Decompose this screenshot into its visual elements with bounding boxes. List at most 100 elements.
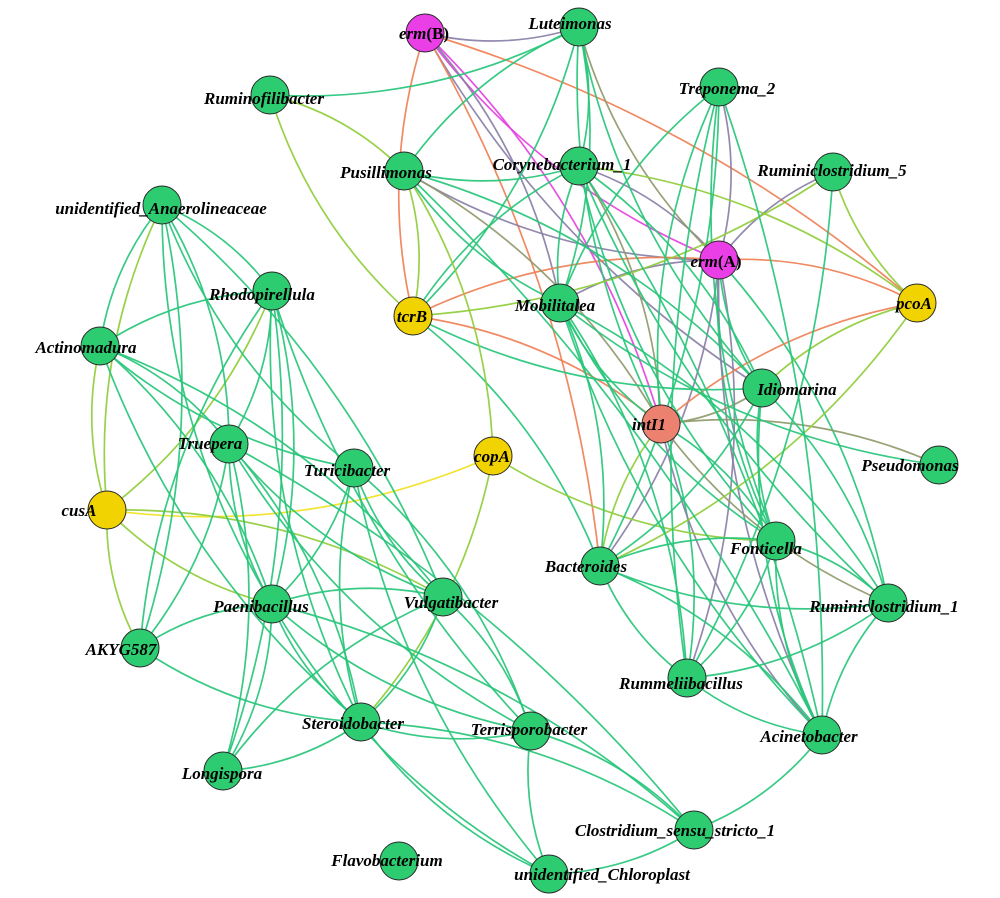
node-label-suffix: (B)	[426, 24, 449, 43]
node-Pusillimonas[interactable]	[384, 151, 424, 191]
node-label-name: Clostridium_sensu_stricto_1	[575, 821, 775, 840]
edge-intI1-tcrB	[412, 315, 662, 425]
edge-ermA-Treponema_2	[718, 86, 732, 261]
edge-Mobilitalea-Acinetobacter	[559, 302, 823, 736]
edge-cusA-Vulgatibacter	[106, 509, 444, 598]
node-label-name: Fonticella	[729, 539, 802, 558]
node-Mobilitalea[interactable]	[540, 283, 580, 323]
edge-Actinomadura-Vulgatibacter	[99, 345, 444, 598]
edge-tcrB-Luteimonas	[412, 26, 580, 317]
node-label-Pusillimonas: Pusillimonas	[339, 163, 432, 182]
node-tcrB[interactable]	[393, 296, 433, 336]
node-Acinetobacter[interactable]	[802, 715, 842, 755]
edge-Steroidobacter-Terrisporobacter	[360, 721, 532, 740]
node-Clostridium_sensu_stricto_1[interactable]	[674, 810, 714, 850]
edge-Truepera-Steroidobacter	[228, 443, 362, 723]
edge-Mobilitalea-Ruminiclostridium_1	[559, 302, 889, 604]
edge-intI1-pcoA	[660, 302, 918, 425]
node-label-Terrisporobacter: Terrisporobacter	[471, 720, 588, 739]
node-label-name: Ruminofilibacter	[203, 89, 324, 108]
node-Steroidobacter[interactable]	[341, 702, 381, 742]
edge-tcrB-Corynebacterium_1	[412, 165, 580, 317]
node-unidentified_Chloroplast[interactable]	[529, 854, 569, 894]
node-ermB[interactable]	[405, 13, 445, 53]
node-Corynebacterium_1[interactable]	[559, 146, 599, 186]
node-label-Ruminiclostridium_5: Ruminiclostridium_5	[756, 161, 907, 180]
node-Ruminiclostridium_5[interactable]	[813, 152, 853, 192]
edge-Bacteroides-Ruminiclostridium_1	[599, 565, 889, 610]
node-label-Paenibacillus: Paenibacillus	[212, 597, 309, 616]
node-AKYG587[interactable]	[120, 628, 160, 668]
node-ermA[interactable]	[699, 240, 739, 280]
edge-Bacteroides-Fonticella	[599, 537, 777, 567]
edge-ermA-tcrB	[412, 256, 720, 317]
node-Treponema_2[interactable]	[699, 67, 739, 107]
node-Rummeliibacillus[interactable]	[667, 658, 707, 698]
node-Ruminofilibacter[interactable]	[250, 75, 290, 115]
node-label-AKYG587: AKYG587	[85, 640, 158, 659]
node-Paenibacillus[interactable]	[252, 584, 292, 624]
node-label-name: Pseudomonas	[860, 456, 959, 475]
edge-cusA-Rhodopirellula	[106, 290, 273, 511]
node-label-name: tcrB	[397, 307, 427, 326]
node-label-Longispora: Longispora	[181, 764, 263, 783]
edge-Paenibacillus-Longispora	[222, 603, 273, 772]
node-label-name: Ruminiclostridium_5	[756, 161, 907, 180]
edge-Rhodopirellula-Terrisporobacter	[271, 290, 532, 732]
node-label-name: copA	[474, 447, 510, 466]
node-unidentified_Anaerolineaceae[interactable]	[142, 185, 182, 225]
node-Actinomadura[interactable]	[80, 326, 120, 366]
node-Flavobacterium[interactable]	[379, 841, 419, 881]
node-label-name: erm	[691, 252, 718, 271]
node-label-Corynebacterium_1: Corynebacterium_1	[493, 155, 632, 174]
node-label-pcoA: pcoA	[894, 294, 932, 313]
node-label-Pseudomonas: Pseudomonas	[860, 456, 959, 475]
node-Idiomarina[interactable]	[742, 368, 782, 408]
node-intI1[interactable]	[641, 404, 681, 444]
edge-Truepera-Terrisporobacter	[228, 443, 532, 732]
edge-ermA-pcoA	[718, 258, 918, 304]
node-Turicibacter[interactable]	[334, 448, 374, 488]
edge-Rhodopirellula-Paenibacillus	[271, 290, 295, 605]
edge-Paenibacillus-Terrisporobacter	[271, 603, 532, 732]
node-label-name: pcoA	[894, 294, 932, 313]
edge-unidentified_Anaerolineaceae-Turicibacter	[161, 204, 355, 469]
node-label-name: Rhodopirellula	[208, 285, 315, 304]
node-label-name: Truepera	[178, 434, 243, 453]
node-Longispora[interactable]	[203, 751, 243, 791]
node-Pseudomonas[interactable]	[919, 445, 959, 485]
node-label-ermB: erm(B)	[399, 24, 449, 43]
edge-Fonticella-Rummeliibacillus	[686, 540, 777, 679]
edge-ermB-Mobilitalea	[424, 32, 561, 304]
node-Truepera[interactable]	[209, 424, 249, 464]
edge-Mobilitalea-Bacteroides	[559, 302, 605, 567]
node-Ruminiclostridium_1[interactable]	[868, 583, 908, 623]
node-pcoA[interactable]	[897, 283, 937, 323]
node-Fonticella[interactable]	[756, 521, 796, 561]
edge-Mobilitalea-Pseudomonas	[559, 302, 940, 466]
node-copA[interactable]	[473, 436, 513, 476]
node-label-Rhodopirellula: Rhodopirellula	[208, 285, 315, 304]
node-cusA[interactable]	[87, 490, 127, 530]
edge-Treponema_2-Bacteroides	[599, 86, 720, 567]
node-Terrisporobacter[interactable]	[511, 711, 551, 751]
node-label-name: Paenibacillus	[212, 597, 309, 616]
node-label-copA: copA	[474, 447, 510, 466]
edge-pcoA-Bacteroides	[599, 302, 918, 567]
node-Luteimonas[interactable]	[559, 7, 599, 47]
edge-intI1-Rummeliibacillus	[660, 423, 695, 679]
node-label-name: Bacteroides	[544, 557, 628, 576]
node-Rhodopirellula[interactable]	[252, 271, 292, 311]
node-label-unidentified_Chloroplast: unidentified_Chloroplast	[514, 865, 691, 884]
node-layer	[80, 7, 959, 894]
node-label-suffix: (A)	[718, 252, 742, 271]
edge-ermB-intI1	[424, 32, 662, 425]
edge-Turicibacter-Steroidobacter	[338, 467, 362, 723]
edge-Corynebacterium_1-Acinetobacter	[578, 165, 823, 736]
node-label-Ruminiclostridium_1: Ruminiclostridium_1	[808, 597, 958, 616]
edge-Acinetobacter-Clostridium_sensu_stricto_1	[693, 734, 823, 831]
node-label-Vulgatibacter: Vulgatibacter	[404, 593, 499, 612]
node-Vulgatibacter[interactable]	[423, 577, 463, 617]
edge-intI1-Luteimonas	[576, 26, 662, 425]
node-Bacteroides[interactable]	[580, 546, 620, 586]
